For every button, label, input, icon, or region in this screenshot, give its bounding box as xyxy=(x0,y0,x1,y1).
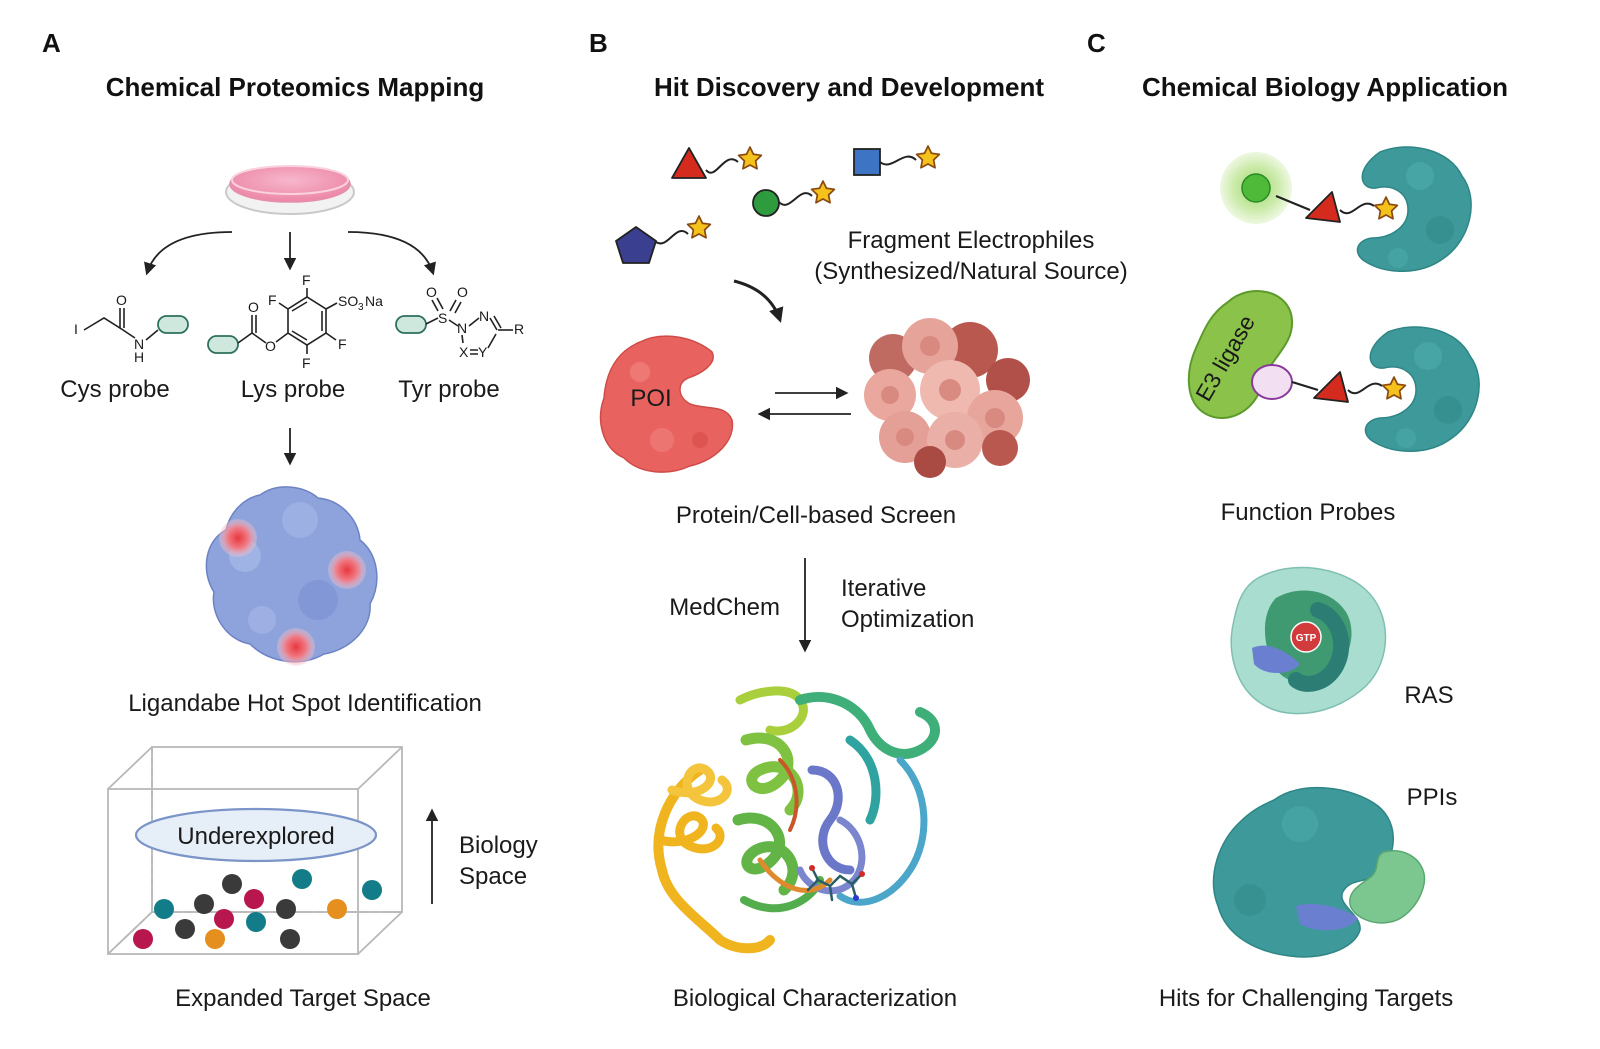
curved-arrow xyxy=(733,279,784,323)
panel-b-bottom-label: Biological Characterization xyxy=(673,985,957,1012)
poi-protein-icon xyxy=(599,335,734,473)
svg-text:O: O xyxy=(116,292,127,308)
warhead-triangle xyxy=(1313,371,1349,403)
cell-cluster-icon xyxy=(864,318,1030,478)
cys-probe-structure: I O N H xyxy=(74,292,189,365)
iterative-label-2: Optimization xyxy=(841,606,974,633)
ras-label: RAS xyxy=(1404,682,1453,709)
fragment-label-2: (Synthesized/Natural Source) xyxy=(814,258,1127,285)
arrow-to-tyr xyxy=(347,231,436,276)
poi-label: POI xyxy=(630,385,671,412)
gtp-label: GTP xyxy=(1296,633,1317,644)
ppi-protein-icon xyxy=(1212,786,1426,958)
panel-b-title: Hit Discovery and Development xyxy=(654,72,1044,102)
svg-text:I: I xyxy=(74,321,78,337)
hot-spot-3 xyxy=(277,628,315,666)
svg-text:S: S xyxy=(438,310,447,326)
ribbon-structure-icon xyxy=(653,686,940,954)
biology-space-label-2: Space xyxy=(459,863,527,890)
teal-protein-2 xyxy=(1364,326,1480,452)
cys-probe-label: Cys probe xyxy=(60,376,169,403)
panel-a-title: Chemical Proteomics Mapping xyxy=(106,72,485,102)
medchem-label: MedChem xyxy=(669,594,780,621)
svg-text:N: N xyxy=(457,320,467,336)
svg-text:N: N xyxy=(134,336,144,352)
panel-c: C Chemical Biology Application E3 ligase xyxy=(1087,28,1508,1012)
star-icon xyxy=(915,145,941,169)
fluorophore-icon xyxy=(1241,173,1271,203)
panel-c-letter: C xyxy=(1087,28,1106,58)
lys-probe-label: Lys probe xyxy=(241,376,346,403)
star-icon xyxy=(737,146,763,170)
tyr-probe-label: Tyr probe xyxy=(398,376,499,403)
svg-text:X: X xyxy=(459,344,469,360)
panel-a-letter: A xyxy=(42,28,61,58)
function-probes-label: Function Probes xyxy=(1221,499,1396,526)
fragment-label-1: Fragment Electrophiles xyxy=(848,227,1095,254)
molecule-spheres xyxy=(133,869,382,949)
panel-b-letter: B xyxy=(589,28,608,58)
svg-text:F: F xyxy=(338,336,347,352)
panel-a-bottom-label: Expanded Target Space xyxy=(175,985,431,1012)
svg-text:R: R xyxy=(514,321,524,337)
star-icon xyxy=(1381,376,1407,400)
lys-probe-structure: O O F F SO 3 Na F F xyxy=(207,272,383,371)
screen-label: Protein/Cell-based Screen xyxy=(676,502,956,529)
svg-text:O: O xyxy=(457,284,468,300)
panel-c-title: Chemical Biology Application xyxy=(1142,72,1508,102)
hotspot-label: Ligandabe Hot Spot Identification xyxy=(128,690,482,717)
underexplored-label: Underexplored xyxy=(177,823,334,850)
biology-space-label-1: Biology xyxy=(459,832,538,859)
panel-b: B Hit Discovery and Development Fragment… xyxy=(589,28,1128,1012)
e3-ligand-icon xyxy=(1251,364,1293,400)
svg-text:F: F xyxy=(302,355,311,371)
svg-text:SO: SO xyxy=(338,293,358,309)
svg-text:Na: Na xyxy=(365,293,383,309)
arrow-to-cys xyxy=(144,231,233,276)
underexplored-ellipse xyxy=(134,807,378,863)
svg-text:Y: Y xyxy=(478,344,488,360)
svg-text:3: 3 xyxy=(358,302,364,313)
svg-text:F: F xyxy=(268,292,277,308)
svg-text:N: N xyxy=(479,308,489,324)
svg-text:F: F xyxy=(302,272,311,288)
fragment-circle xyxy=(752,180,836,217)
svg-text:O: O xyxy=(265,338,276,354)
hot-spot-1 xyxy=(219,519,257,557)
svg-text:H: H xyxy=(134,349,144,365)
fragment-pentagon xyxy=(615,215,712,264)
fragment-square xyxy=(853,145,941,176)
fragment-triangle xyxy=(671,146,763,179)
svg-text:O: O xyxy=(248,299,259,315)
e3-ligase-icon xyxy=(1187,290,1294,419)
teal-protein-1 xyxy=(1356,146,1472,272)
iterative-label-1: Iterative xyxy=(841,575,926,602)
hot-spot-2 xyxy=(328,551,366,589)
svg-text:O: O xyxy=(426,284,437,300)
star-icon xyxy=(1373,196,1399,220)
warhead-triangle xyxy=(1305,191,1341,223)
panel-a: A Chemical Proteomics Mapping I O N H Cy… xyxy=(42,28,538,1012)
gtp-icon xyxy=(1290,621,1322,653)
tyr-probe-structure: S O O N N R Y X xyxy=(395,284,524,360)
ppis-label: PPIs xyxy=(1407,784,1458,811)
petri-dish-icon xyxy=(225,165,355,215)
panel-c-bottom-label: Hits for Challenging Targets xyxy=(1159,985,1453,1012)
star-icon xyxy=(686,215,712,239)
star-icon xyxy=(810,180,836,204)
